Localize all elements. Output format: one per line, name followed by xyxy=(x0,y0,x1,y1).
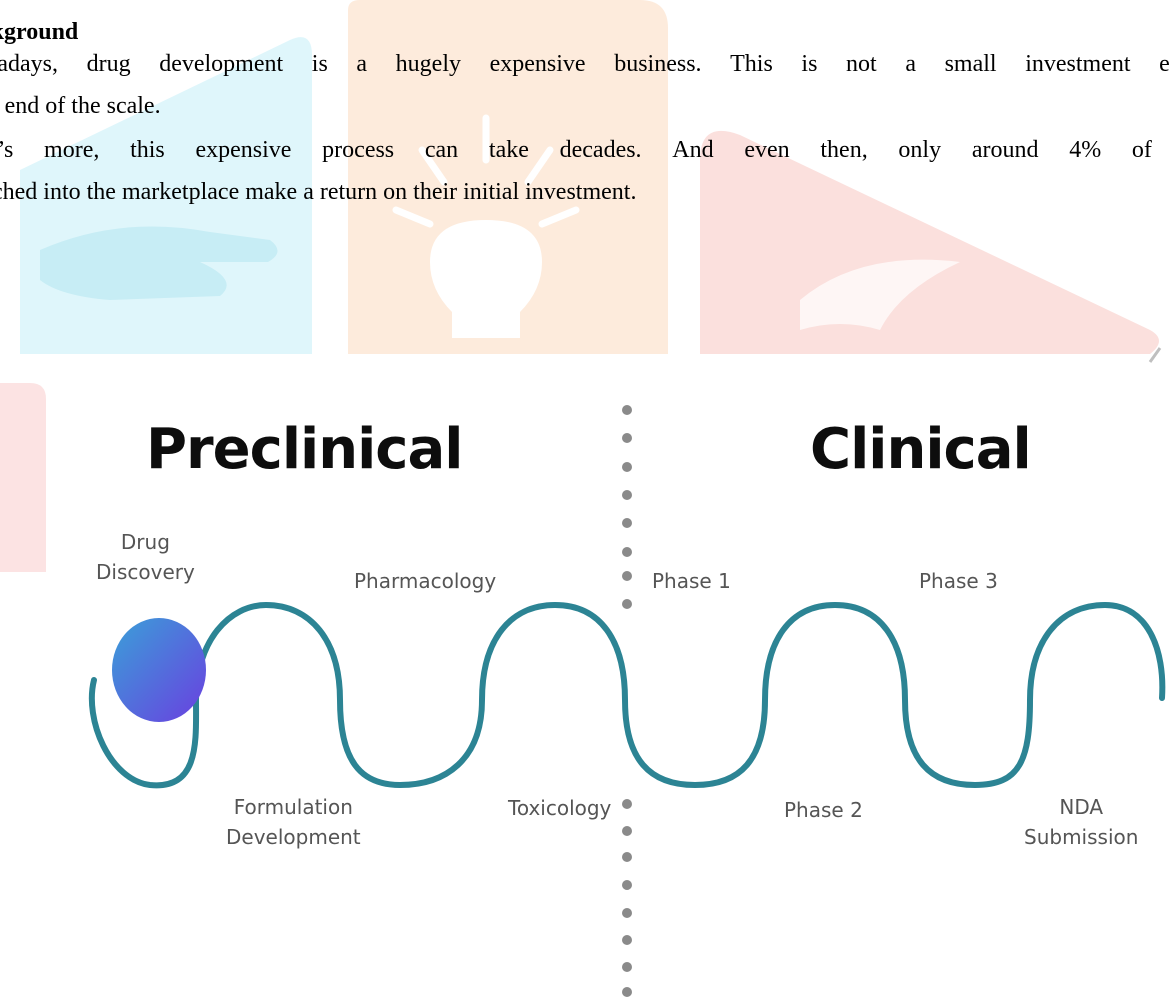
divider-dots-bottom xyxy=(622,799,632,997)
word: hugely xyxy=(395,51,461,77)
word: expensive xyxy=(489,51,586,77)
word: small xyxy=(944,51,997,77)
word: only xyxy=(898,137,942,163)
word: a xyxy=(356,51,368,77)
word: not xyxy=(846,51,877,77)
stage-label-formulation-development: Formulation Development xyxy=(226,795,361,849)
word: can xyxy=(424,137,459,163)
word: more, xyxy=(44,137,100,163)
word: even xyxy=(744,137,790,163)
lightbulb-body xyxy=(430,220,542,338)
watermark-orange-shape xyxy=(348,0,668,354)
word: e xyxy=(1159,51,1170,77)
word: process xyxy=(322,137,395,163)
preclinical-title: Preclinical xyxy=(146,417,463,482)
word: of xyxy=(1131,137,1152,163)
word: This xyxy=(730,51,773,77)
section-heading: ckground xyxy=(0,19,79,45)
watermark-cyan-hand xyxy=(40,226,278,300)
drug-development-diagram: Preclinical Clinical Drug Discovery Phar… xyxy=(0,380,1173,1004)
word: And xyxy=(672,137,714,163)
word: development xyxy=(159,51,284,77)
watermark-pink-shape xyxy=(0,383,46,572)
stage-label-toxicology: Toxicology xyxy=(508,796,612,820)
stage-label-pharmacology: Pharmacology xyxy=(354,569,497,593)
paragraph-1-line-2: er end of the scale. xyxy=(0,93,161,119)
word: at’s xyxy=(0,137,14,163)
clinical-title: Clinical xyxy=(810,417,1032,482)
book-icon xyxy=(800,259,960,330)
word: wadays, xyxy=(0,51,58,77)
stage-wave xyxy=(88,405,1166,997)
stage-label-phase-1: Phase 1 xyxy=(652,569,731,593)
word: 4% xyxy=(1069,137,1102,163)
word: take xyxy=(488,137,529,163)
word: expensive xyxy=(195,137,292,163)
divider-dots-top xyxy=(622,405,632,609)
paragraph-1-line-1: wadays, drug development is a hugely expensive… xyxy=(0,44,1170,85)
word: a xyxy=(905,51,916,77)
stage-label-phase-2: Phase 2 xyxy=(784,798,863,822)
stage-label-nda-submission: NDA Submission xyxy=(1024,795,1139,849)
stage-label-drug-discovery: Drug Discovery xyxy=(96,530,195,584)
word: investment xyxy=(1025,51,1131,77)
drug-discovery-circle xyxy=(112,618,206,722)
stage-label-phase-3: Phase 3 xyxy=(919,569,998,593)
word: around xyxy=(971,137,1039,163)
word: drug xyxy=(86,51,131,77)
word: is xyxy=(311,51,328,77)
watermark-slash xyxy=(1148,347,1162,363)
word: business. xyxy=(614,51,702,77)
paragraph-2-line-1: at’s more, this expensive process can take deca… xyxy=(0,130,1152,171)
wave-line xyxy=(88,601,1166,789)
word: then, xyxy=(820,137,868,163)
word: this xyxy=(130,137,165,163)
lightbulb-icon xyxy=(392,114,580,228)
word: is xyxy=(801,51,818,77)
paragraph-2-line-2: nched into the marketplace make a return… xyxy=(0,179,637,205)
word: decades. xyxy=(559,137,642,163)
